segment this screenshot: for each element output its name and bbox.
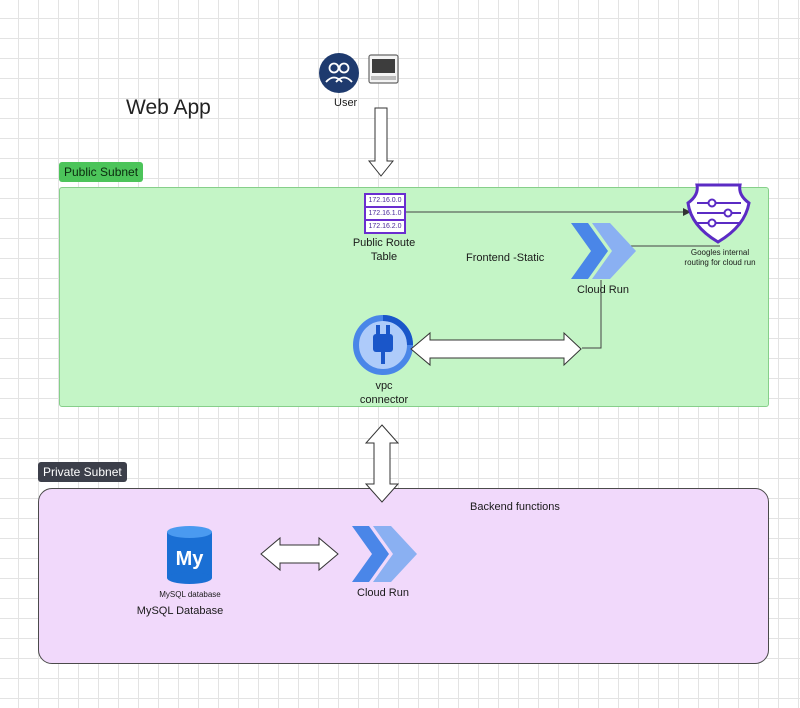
user-to-subnet-arrow <box>367 107 395 177</box>
cloud-run-icon-backend[interactable] <box>352 526 417 582</box>
user-label: User <box>334 97 358 109</box>
vpc-connector-label-line2: connector <box>359 394 409 406</box>
cloudrun-to-vpc-line <box>582 280 602 349</box>
internal-routing-label-line2: routing for cloud run <box>684 258 756 267</box>
diagram-title: Web App <box>126 96 211 119</box>
frontend-label: Frontend -Static <box>466 252 545 264</box>
db-cloudrun-double-arrow <box>260 536 339 572</box>
route-table-label-line2: Table <box>370 251 398 263</box>
vpc-connector-label-line1: vpc <box>375 380 393 392</box>
private-subnet-tag[interactable]: Private Subnet <box>38 462 127 482</box>
vpc-connector-icon[interactable] <box>353 315 413 375</box>
laptop-icon[interactable] <box>368 54 399 84</box>
router-shield-icon[interactable] <box>686 183 751 244</box>
mysql-icon[interactable]: My <box>167 526 212 584</box>
mysql-database-label: MySQL Database <box>136 605 224 617</box>
users-icon[interactable] <box>319 53 359 93</box>
route-table-label-line1: Public Route <box>352 237 416 249</box>
backend-functions-label: Backend functions <box>470 501 560 513</box>
route-entry[interactable]: 172.16.2.0 <box>364 219 406 234</box>
vpc-cloudrun-double-arrow <box>410 331 582 367</box>
public-subnet-container[interactable] <box>59 187 769 407</box>
private-subnet-container[interactable] <box>38 488 769 664</box>
mysql-icon-caption: MySQL database <box>159 590 221 599</box>
cloud-run-backend-label: Cloud Run <box>357 587 409 599</box>
cloud-run-label: Cloud Run <box>577 284 629 296</box>
cloud-run-icon[interactable] <box>571 223 636 279</box>
internal-routing-label-line1: Googles internal <box>690 248 750 257</box>
subnet-double-arrow <box>364 424 400 503</box>
svg-text:My: My <box>176 548 205 570</box>
public-subnet-tag[interactable]: Public Subnet <box>59 162 144 182</box>
